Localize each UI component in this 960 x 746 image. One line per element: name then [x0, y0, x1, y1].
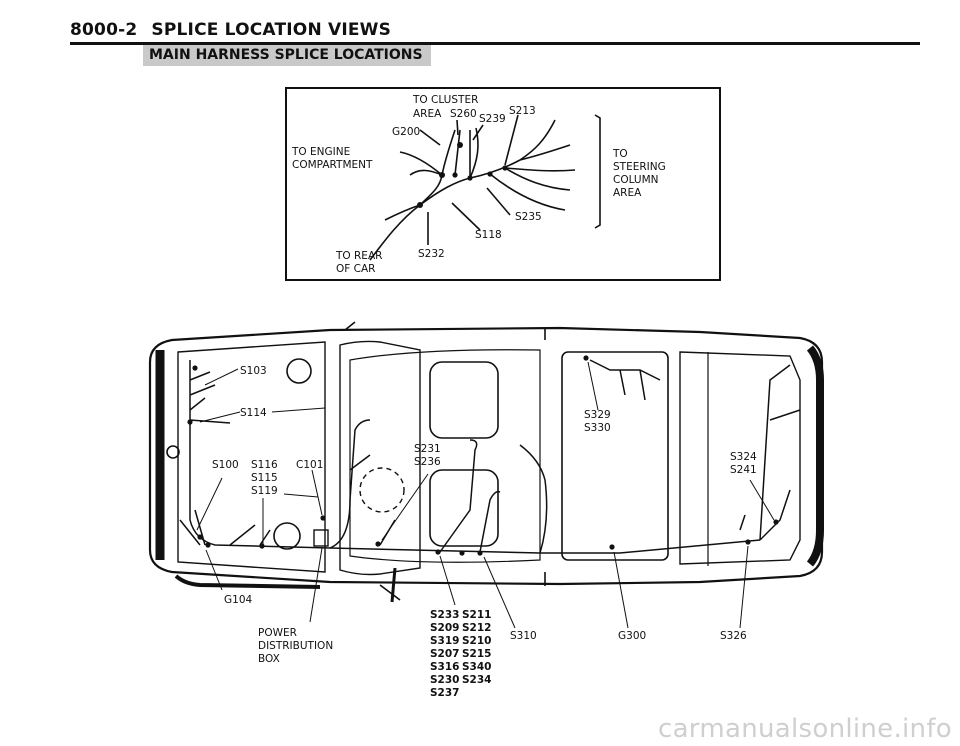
car-labels: S103 S114 S100 S116 S115 S119 C101 S231 …	[212, 365, 757, 699]
label-to-steering-1: TO	[612, 148, 628, 160]
car-harness	[179, 359, 801, 554]
header-rule	[70, 42, 920, 45]
label-s100: S100	[212, 459, 239, 471]
inset-splice-dots	[417, 142, 508, 208]
inset-diagram	[285, 87, 721, 281]
car-leader-lines	[196, 361, 775, 629]
page-number: 8000-2	[70, 20, 138, 40]
label-s116: S116	[251, 459, 278, 471]
label-s119: S119	[251, 485, 278, 497]
label-power-1: POWER	[258, 627, 297, 639]
inset-frame	[285, 87, 721, 281]
label-s235: S235	[515, 211, 542, 223]
label-group-c1-1: S209	[430, 622, 459, 634]
label-s232: S232	[418, 248, 445, 260]
label-to-steering-2: STEERING	[613, 161, 666, 173]
label-group-c1-6: S237	[430, 687, 459, 699]
label-s241: S241	[730, 464, 757, 476]
label-power-2: DISTRIBUTION	[258, 640, 333, 652]
label-group-c1-4: S316	[430, 661, 459, 673]
watermark: carmanualsonline.info	[657, 714, 952, 744]
label-s326: S326	[720, 630, 747, 642]
label-g200: G200	[392, 126, 420, 138]
label-s118: S118	[475, 229, 502, 241]
label-s115: S115	[251, 472, 278, 484]
page-header: 8000-2 SPLICE LOCATION VIEWS	[70, 20, 391, 40]
label-group-c1-2: S319	[430, 635, 459, 647]
label-to-steering-3: COLUMN	[613, 174, 659, 186]
label-s310: S310	[510, 630, 537, 642]
label-s330: S330	[584, 422, 611, 434]
label-to-engine-1: TO ENGINE	[291, 146, 350, 158]
label-s213: S213	[509, 105, 536, 117]
label-s239: S239	[479, 113, 506, 125]
page-title: SPLICE LOCATION VIEWS	[151, 20, 392, 40]
label-group-c2-1: S212	[462, 622, 491, 634]
label-group-c1-0: S233	[430, 609, 459, 621]
label-s329: S329	[584, 409, 611, 421]
label-c101: C101	[296, 459, 323, 471]
label-group-c1-5: S230	[430, 674, 459, 686]
label-power-3: BOX	[258, 653, 280, 665]
label-to-cluster-1: TO CLUSTER	[412, 94, 478, 106]
label-to-rear-2: OF CAR	[336, 263, 375, 275]
label-s260: S260	[450, 108, 477, 120]
label-group-c2-4: S340	[462, 661, 491, 673]
label-s231: S231	[414, 443, 441, 455]
label-group-c2-3: S215	[462, 648, 491, 660]
section-subheader: MAIN HARNESS SPLICE LOCATIONS	[143, 45, 431, 66]
label-s324: S324	[730, 451, 757, 463]
car-body	[148, 321, 824, 603]
label-group-c2-0: S211	[462, 609, 491, 621]
label-to-steering-4: AREA	[613, 187, 642, 199]
label-group-c1-3: S207	[430, 648, 459, 660]
label-s114: S114	[240, 407, 267, 419]
label-group-c2-2: S210	[462, 635, 491, 647]
label-to-rear-1: TO REAR	[335, 250, 382, 262]
label-s103: S103	[240, 365, 267, 377]
label-s236: S236	[414, 456, 441, 468]
label-to-engine-2: COMPARTMENT	[292, 159, 373, 171]
label-to-cluster-2: AREA	[413, 108, 442, 120]
label-g300: G300	[618, 630, 646, 642]
label-g104: G104	[224, 594, 252, 606]
inset-labels: TO CLUSTER AREA S260 S239 S213 G200 TO E…	[291, 94, 666, 275]
label-group-c2-5: S234	[462, 674, 491, 686]
car-splice-dots	[187, 355, 779, 556]
